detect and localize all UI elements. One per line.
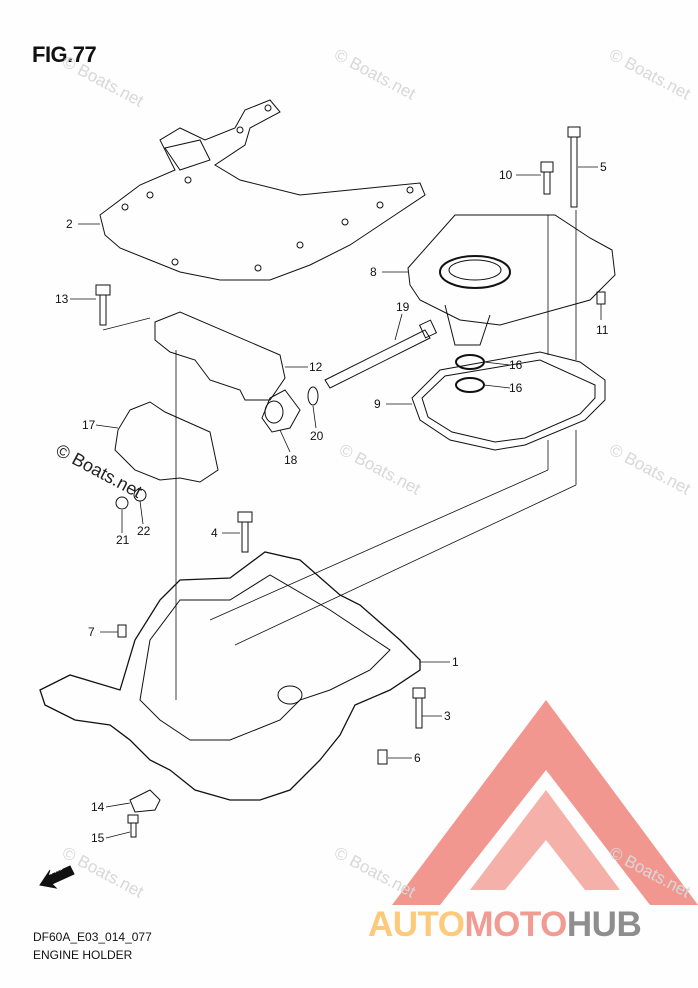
gasket-2 bbox=[99, 99, 426, 281]
o-ring-16b bbox=[455, 377, 485, 393]
cover-8-spout bbox=[444, 304, 491, 346]
cover-8-neck-inner bbox=[448, 259, 502, 281]
callout-1: 1 bbox=[452, 655, 459, 669]
callout-7: 7 bbox=[88, 625, 95, 639]
callout-21: 21 bbox=[116, 533, 130, 547]
logo-part-auto: AUTO bbox=[368, 905, 465, 944]
dowel-11 bbox=[596, 291, 606, 305]
dowel-7 bbox=[117, 624, 127, 638]
bushing-18 bbox=[261, 389, 301, 433]
figure-code: DF60A_E03_014_077 bbox=[33, 930, 152, 944]
callout-8: 8 bbox=[370, 265, 377, 279]
automotohub-logo: AUTOMOTOHUB bbox=[368, 905, 642, 945]
callout-6: 6 bbox=[414, 751, 421, 765]
cover-8-neck bbox=[439, 255, 511, 289]
engine-holder-boss bbox=[277, 685, 303, 705]
callout-12: 12 bbox=[309, 360, 323, 374]
callout-4: 4 bbox=[211, 526, 218, 540]
bolt-10 bbox=[540, 161, 554, 195]
assembly-lines bbox=[102, 210, 577, 700]
callout-15: 15 bbox=[91, 831, 105, 845]
o-ring-16a bbox=[455, 354, 485, 370]
callout-11: 11 bbox=[596, 323, 609, 337]
washer-20 bbox=[307, 386, 319, 406]
bolt-5 bbox=[567, 126, 581, 208]
callout-13: 13 bbox=[55, 292, 69, 306]
dowel-6 bbox=[377, 749, 388, 765]
engine-holder-1 bbox=[39, 551, 421, 801]
cover-8 bbox=[407, 214, 616, 326]
leader-lines bbox=[70, 166, 602, 839]
callout-20: 20 bbox=[310, 429, 324, 443]
callout-22: 22 bbox=[137, 524, 151, 538]
gasket-2-window bbox=[164, 139, 211, 171]
engine-holder-inner bbox=[139, 574, 391, 741]
callout-18: 18 bbox=[284, 453, 298, 467]
bolt-15 bbox=[127, 814, 139, 838]
gasket-2-holes bbox=[121, 104, 414, 272]
figure-name: ENGINE HOLDER bbox=[33, 948, 133, 962]
gasket-9-inner bbox=[421, 359, 596, 443]
callout-16b: 16 bbox=[509, 381, 523, 395]
holder-17 bbox=[114, 401, 219, 483]
bolt-4 bbox=[237, 511, 253, 553]
bolt-13 bbox=[95, 284, 111, 326]
logo-part-moto: MOTO bbox=[464, 905, 568, 944]
fitting-14 bbox=[129, 789, 161, 813]
gasket-9 bbox=[411, 351, 606, 451]
nut-21 bbox=[115, 496, 129, 510]
logo-part-hub: HUB bbox=[566, 905, 642, 944]
bolt-3 bbox=[412, 687, 426, 729]
callout-2: 2 bbox=[66, 217, 73, 231]
bolt-19 bbox=[324, 319, 438, 389]
callout-3: 3 bbox=[444, 709, 451, 723]
fwd-arrow-icon bbox=[39, 865, 75, 889]
callout-9: 9 bbox=[374, 397, 381, 411]
callout-14: 14 bbox=[91, 800, 105, 814]
callout-16a: 16 bbox=[509, 358, 523, 372]
automotohub-logo-triangle bbox=[392, 700, 698, 905]
callout-5: 5 bbox=[600, 160, 607, 174]
callout-17: 17 bbox=[82, 418, 96, 432]
figure-title: FIG.77 bbox=[32, 42, 97, 67]
callout-19: 19 bbox=[396, 300, 410, 314]
bracket-12 bbox=[154, 311, 286, 401]
callout-10: 10 bbox=[499, 168, 513, 182]
